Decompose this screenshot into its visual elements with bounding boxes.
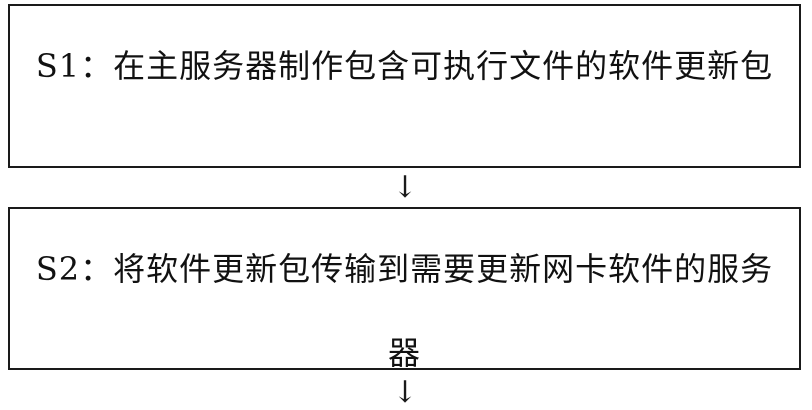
step-text-s1: S1：在主服务器制作包含可执行文件的软件更新包: [35, 47, 774, 85]
step-box-s1: S1：在主服务器制作包含可执行文件的软件更新包: [8, 4, 801, 168]
down-arrow-icon: ↓: [392, 375, 418, 410]
step-box-s2: S2：将软件更新包传输到需要更新网卡软件的服务器: [8, 207, 801, 372]
step-text-s2: S2：将软件更新包传输到需要更新网卡软件的服务器: [35, 250, 774, 372]
down-arrow-icon: ↓: [392, 170, 418, 205]
